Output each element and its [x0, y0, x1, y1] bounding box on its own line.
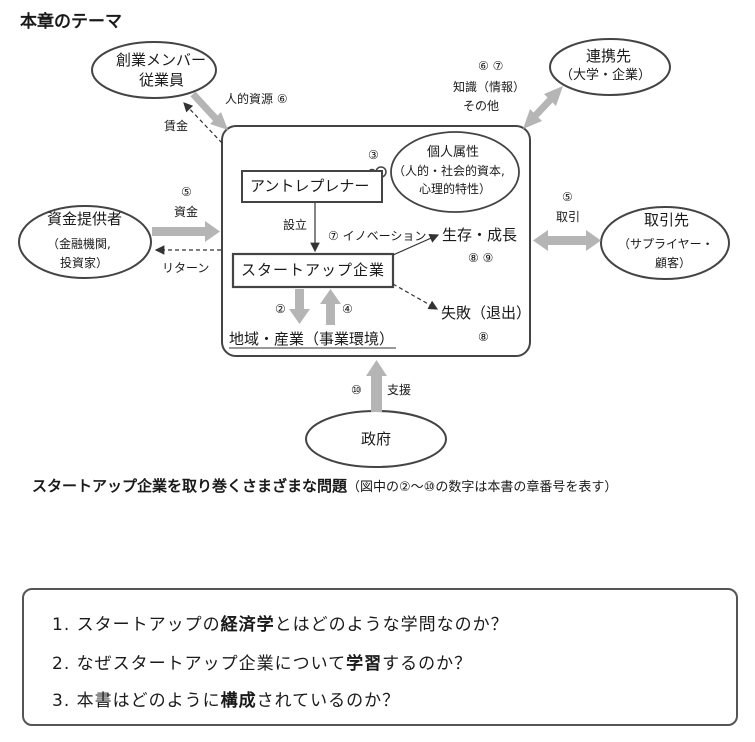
attributes-label-2: （人的・社会的資本,	[393, 164, 505, 178]
partners-node	[549, 38, 671, 96]
question-number: 2.	[52, 654, 71, 674]
question-3: 3. 本書はどのように構成されているのか？	[52, 686, 400, 711]
question-emphasis: 経済学	[220, 615, 275, 635]
knowledge-other-label: その他	[463, 99, 500, 113]
innovation-label: ⑦ イノベーション	[328, 229, 427, 243]
support-num: ⑩	[351, 383, 362, 397]
government-label: 政府	[361, 430, 392, 448]
attributes-label-1: 個人属性	[427, 145, 480, 160]
support-label: 支援	[387, 383, 412, 397]
attributes-label-3: 心理的特性）	[419, 182, 492, 196]
region-label: 地域・産業（事業環境）	[229, 330, 395, 348]
question-text: スタートアップの	[76, 615, 221, 635]
wages-arrow	[183, 102, 223, 144]
question-text: するのか？	[382, 654, 473, 674]
knowledge-arrow	[523, 86, 563, 129]
question-emphasis: 学習	[346, 654, 383, 674]
region-out-num: ②	[275, 302, 286, 316]
growth-num: ⑧ ⑨	[468, 251, 494, 265]
trade-label: 取引	[556, 210, 581, 224]
region-out-arrow	[289, 289, 310, 324]
human-capital-arrow	[190, 91, 228, 130]
chapter-title: 本章のテーマ	[20, 12, 122, 32]
customers-label-3: 顧客）	[655, 256, 692, 270]
question-text: 本書はどのように	[76, 691, 221, 711]
trade-arrow	[533, 230, 601, 251]
funds-num: ⑤	[181, 185, 192, 199]
support-arrow	[366, 360, 387, 412]
founders-node	[91, 41, 217, 99]
trade-num: ⑤	[562, 190, 573, 204]
entrepreneur-box	[241, 170, 383, 203]
region-in-arrow	[320, 289, 341, 325]
startup-box	[231, 252, 395, 289]
returns-label: リターン	[162, 261, 210, 275]
wages-label: 賃金	[164, 119, 189, 133]
customers-node	[600, 206, 730, 280]
question-text: されているのか？	[256, 691, 401, 711]
startup-label: スタートアップ企業	[241, 261, 386, 279]
knowledge-label: 知識（情報）	[453, 80, 526, 94]
question-text: なぜスタートアップ企業について	[76, 654, 347, 674]
figure-caption: スタートアップ企業を取り巻くさまざまな問題（図中の②～⑩の数字は本書の章番号を表…	[32, 477, 617, 496]
innovation-arrow	[392, 234, 440, 256]
failure-label: 失敗（退出）	[441, 304, 532, 322]
funds-arrow	[152, 221, 220, 242]
question-emphasis: 構成	[220, 691, 257, 711]
attributes-num: ③	[368, 148, 379, 162]
question-number: 3.	[52, 691, 71, 711]
founding-label: 設立	[283, 218, 308, 232]
investors-label-3: 投資家）	[60, 256, 109, 270]
failure-num: ⑧	[478, 330, 489, 344]
failure-arrow	[392, 283, 439, 310]
entrepreneur-label: アントレプレナー	[250, 177, 370, 195]
founders-label-1: 創業メンバー	[116, 51, 207, 69]
customers-label-1: 取引先	[644, 211, 690, 229]
region-in-num: ④	[342, 302, 353, 316]
partners-label-1: 連携先	[586, 47, 632, 65]
customers-label-2: （サプライヤー・	[618, 237, 714, 251]
caption-note: （図中の②～⑩の数字は本書の章番号を表す）	[347, 480, 618, 495]
investors-label-2: （金融機関,	[47, 237, 111, 251]
knowledge-num: ⑥ ⑦	[478, 59, 504, 73]
question-text: とはどのような学問なのか？	[274, 615, 509, 635]
chapter-questions-box: 1. スタートアップの経済学とはどのような学問なのか？ 2. なぜスタートアップ…	[22, 588, 738, 726]
growth-label: 生存・成長	[442, 226, 518, 244]
partners-label-2: （大学・企業）	[560, 68, 652, 83]
caption-main: スタートアップ企業を取り巻くさまざまな問題	[32, 477, 348, 495]
question-1: 1. スタートアップの経済学とはどのような学問なのか？	[52, 610, 509, 635]
investors-label-1: 資金提供者	[47, 210, 123, 228]
founders-label-2: 従業員	[139, 71, 185, 89]
funds-label: 資金	[174, 205, 199, 219]
investors-node	[18, 205, 152, 279]
ecosystem-frame	[221, 125, 531, 357]
human-capital-label: 人的資源 ⑥	[225, 92, 288, 106]
question-number: 1.	[52, 615, 71, 635]
question-2: 2. なぜスタートアップ企業について学習するのか？	[52, 649, 472, 674]
